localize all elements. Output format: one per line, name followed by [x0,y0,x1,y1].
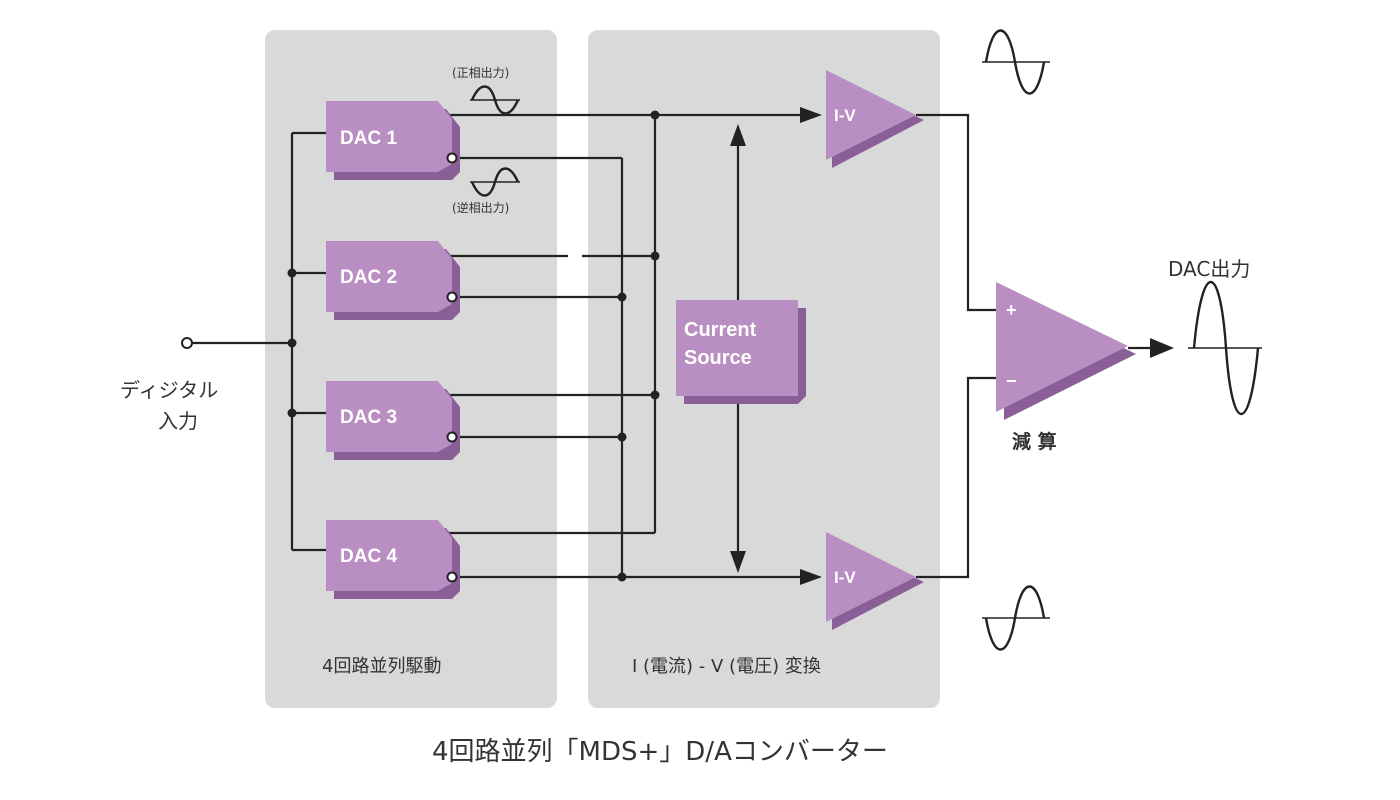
iv-converter-top: I-V [826,70,924,168]
subtractor-opamp: + − [996,282,1136,420]
dac-label: DAC 4 [340,546,397,567]
dac-block-1: DAC 1 [326,101,460,180]
iv-label: I-V [834,106,856,125]
input-label-line1: ディジタル [120,378,218,402]
dac-label: DAC 2 [340,267,397,288]
bottom-sine-wave-icon [982,585,1050,651]
negative-phase-wave-icon [470,167,520,197]
phase-buses [448,107,822,585]
positive-phase-wave-icon [470,85,520,115]
output-arrow [1128,338,1174,358]
input-label-line2: 入力 [158,409,198,433]
subtractor-minus: − [1006,371,1017,391]
input-bus [181,131,326,552]
subtractor-plus: + [1006,300,1017,320]
current-source-label-line2: Source [684,347,752,369]
iv-label: I-V [834,568,856,587]
subtractor-label: 減 算 [1012,430,1057,453]
diagram-caption: 4回路並列「MDS+」D/Aコンバーター [432,737,888,767]
panel-right-label: I (電流) - V (電圧) 変換 [632,656,821,677]
current-source-label-line1: Current [684,319,757,341]
top-sine-wave-icon [982,29,1050,95]
dac-label: DAC 1 [340,128,397,149]
iv-output-wires [916,113,998,579]
dac-block-4: DAC 4 [326,520,460,599]
current-source-block: Current Source [676,300,806,404]
dac-block-3: DAC 3 [326,381,460,460]
positive-phase-label: (正相出力) [452,66,509,80]
output-label: DAC出力 [1168,257,1250,281]
iv-converter-bottom: I-V [826,532,924,630]
panel-left-label: 4回路並列駆動 [322,656,441,677]
dac-block-2: DAC 2 [326,241,460,320]
dac-label: DAC 3 [340,407,397,428]
output-sine-wave-icon [1188,280,1262,416]
negative-phase-label: (逆相出力) [452,200,509,215]
